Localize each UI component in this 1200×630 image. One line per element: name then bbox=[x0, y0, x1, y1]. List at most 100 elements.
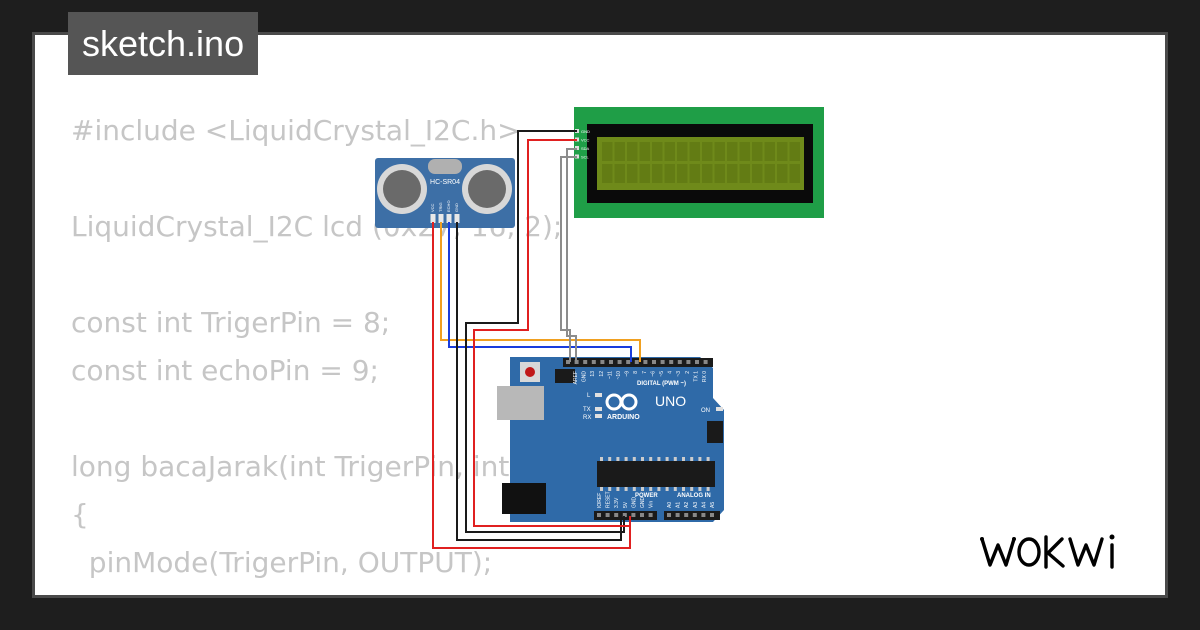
header-hole bbox=[695, 360, 699, 364]
top-pin-label: ~11 bbox=[607, 371, 613, 379]
analog-label: ANALOG IN bbox=[677, 493, 711, 499]
lcd-cell bbox=[614, 164, 625, 183]
lcd-cell bbox=[602, 142, 613, 161]
sensor-pin-label: GND bbox=[454, 203, 459, 212]
lcd-cell bbox=[702, 164, 713, 183]
header-hole bbox=[617, 360, 622, 364]
analog-pin-label: A0 bbox=[667, 502, 673, 508]
header-hole bbox=[675, 513, 680, 517]
code-line: const int echoPin = 9; bbox=[71, 354, 379, 387]
rx-led bbox=[595, 414, 602, 418]
digital-label: DIGITAL (PWM ~) bbox=[637, 381, 686, 387]
chip-leg bbox=[600, 457, 603, 461]
header-hole bbox=[566, 360, 570, 364]
lcd-pin-label: SCL bbox=[581, 155, 590, 160]
lcd-cell bbox=[677, 142, 688, 161]
lcd-cell bbox=[714, 164, 725, 183]
code-line: #include <LiquidCrystal_I2C.h> bbox=[71, 114, 521, 147]
code-line: { bbox=[71, 498, 89, 531]
power-pin-label: GND bbox=[631, 497, 637, 509]
header-hole bbox=[605, 513, 610, 517]
arduino-uno[interactable]: DIGITAL (PWM ~) UNO ARDUINO ON L TX RX P… bbox=[497, 357, 724, 522]
top-pin-label: TX 1 bbox=[693, 371, 699, 382]
header-hole bbox=[634, 360, 639, 364]
top-pin-label: ~9 bbox=[625, 371, 631, 377]
analog-pin-label: A4 bbox=[701, 502, 707, 508]
wire-lcd-sda-gray bbox=[566, 148, 577, 362]
header-hole bbox=[631, 513, 636, 517]
lcd-pin-label: SDA bbox=[581, 146, 590, 151]
lcd-cell bbox=[727, 142, 738, 161]
top-pin-label: 2 bbox=[685, 371, 691, 374]
chip-leg bbox=[608, 487, 612, 491]
arduino-logo-icon bbox=[605, 393, 638, 411]
code-line: const int TrigerPin = 8; bbox=[71, 306, 391, 339]
lcd-display[interactable]: GND VCC SDA SCL bbox=[574, 107, 824, 218]
analog-pin-label: A2 bbox=[684, 502, 690, 508]
on-led bbox=[716, 407, 723, 411]
lcd-cell bbox=[789, 164, 800, 183]
analog-pin-label: A1 bbox=[676, 502, 682, 508]
header-hole bbox=[686, 360, 691, 364]
chip-leg bbox=[641, 457, 644, 461]
chip-leg bbox=[616, 457, 620, 461]
top-pin-label: GND bbox=[582, 371, 588, 383]
lcd-pin-label: GND bbox=[581, 129, 590, 134]
l-led bbox=[595, 393, 602, 397]
lcd-cell bbox=[602, 164, 613, 183]
header-hole bbox=[609, 360, 613, 364]
header-hole bbox=[652, 360, 656, 364]
chip-leg bbox=[616, 487, 620, 491]
power-pin-label: Vin bbox=[649, 501, 655, 508]
model-label: UNO bbox=[655, 393, 686, 409]
chip-leg bbox=[624, 457, 628, 461]
top-pin-label: ~3 bbox=[676, 371, 682, 377]
lcd-cell bbox=[727, 164, 738, 183]
lcd-cell bbox=[714, 142, 725, 161]
header-hole bbox=[667, 513, 671, 517]
analog-pin-label: A5 bbox=[710, 502, 716, 508]
icsp-header bbox=[555, 369, 575, 383]
on-label: ON bbox=[701, 408, 710, 414]
sensor-pin bbox=[438, 214, 444, 223]
top-pin-label: 8 bbox=[633, 371, 639, 374]
header-hole bbox=[591, 360, 596, 364]
header-hole bbox=[701, 513, 706, 517]
chip-leg bbox=[706, 487, 710, 491]
lcd-cell bbox=[677, 164, 688, 183]
lcd-cell bbox=[752, 142, 763, 161]
microcontroller-chip bbox=[597, 461, 715, 487]
power-pin-label: 3.3V bbox=[614, 497, 620, 508]
lcd-cell bbox=[739, 164, 750, 183]
lcd-cell bbox=[689, 142, 700, 161]
lcd-pin-label: VCC bbox=[581, 138, 590, 143]
lcd-cell bbox=[639, 164, 650, 183]
rx-led-label: RX bbox=[583, 415, 591, 421]
wokwi-logo-icon bbox=[980, 534, 1115, 569]
lcd-character-cells bbox=[602, 142, 800, 183]
chip-leg bbox=[682, 457, 685, 461]
chip-leg bbox=[624, 487, 628, 491]
file-title: sketch.ino bbox=[68, 12, 259, 75]
lcd-cell bbox=[764, 142, 775, 161]
brand-label: ARDUINO bbox=[607, 414, 640, 421]
header-hole bbox=[684, 513, 689, 517]
wire-sensor-echo-blue bbox=[448, 222, 632, 362]
chip-leg bbox=[706, 457, 710, 461]
analog-header bbox=[664, 511, 720, 520]
chip-leg bbox=[698, 487, 702, 491]
chip-leg bbox=[673, 487, 677, 491]
wokwi-logo bbox=[980, 534, 1115, 569]
sensor-pin bbox=[454, 214, 460, 223]
chip-leg bbox=[600, 487, 603, 491]
lcd-cell bbox=[777, 164, 788, 183]
code-line: pinMode(TrigerPin, OUTPUT); bbox=[71, 546, 493, 579]
top-pin-label: 13 bbox=[590, 371, 596, 377]
top-pin-label: 12 bbox=[599, 371, 605, 377]
chip-leg bbox=[682, 487, 685, 491]
l-led-label: L bbox=[587, 393, 591, 399]
